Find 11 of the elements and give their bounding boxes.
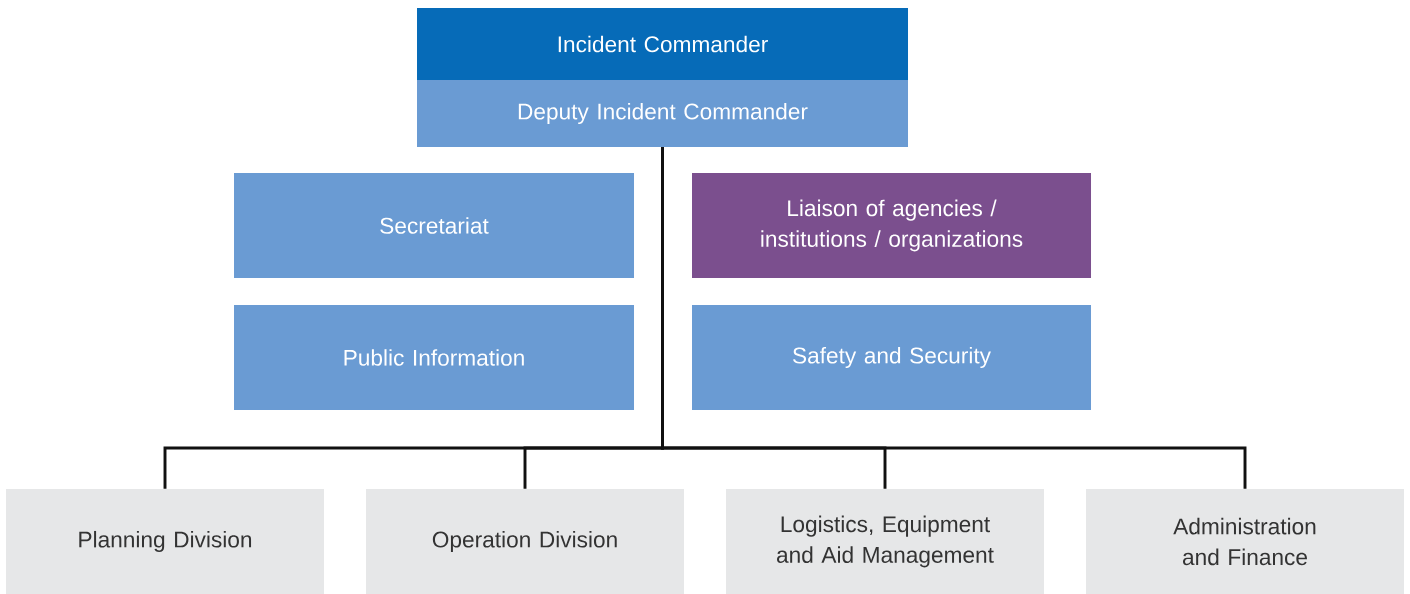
connector-line [661,147,1247,489]
org-box: Deputy Incident Commander [417,80,908,147]
org-box: Planning Division [6,489,324,594]
org-box: Administration and Finance [1086,489,1404,594]
org-box: Logistics, Equipment and Aid Management [726,489,1044,594]
org-box: Secretariat [234,173,634,278]
org-box: Operation Division [366,489,684,594]
org-box: Public Information [234,305,634,410]
org-box: Liaison of agencies / institutions / organizations [692,173,1091,278]
org-box: Incident Commander [417,8,908,80]
org-box: Safety and Security [692,305,1091,410]
